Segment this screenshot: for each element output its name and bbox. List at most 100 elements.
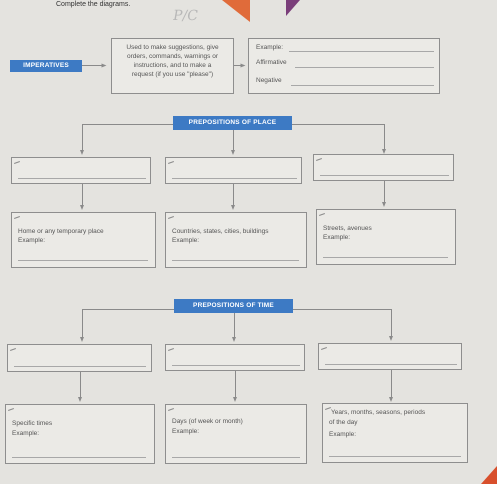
time-answer-box[interactable] xyxy=(7,344,152,372)
orange-corner-decoration xyxy=(222,0,250,22)
category-description: Specific times xyxy=(12,420,53,427)
arrow-down-icon xyxy=(389,336,393,341)
arrow-down-icon xyxy=(80,337,84,342)
arrow-down-icon xyxy=(382,149,386,154)
arrow-right-icon xyxy=(101,63,107,68)
connector xyxy=(391,370,392,398)
red-corner-decoration xyxy=(481,466,497,484)
connector xyxy=(80,372,81,398)
connector xyxy=(82,184,83,206)
time-answer-box[interactable] xyxy=(318,343,462,370)
imperatives-tag: IMPERATIVES xyxy=(10,60,82,72)
answer-line[interactable] xyxy=(18,260,148,261)
place-category-box: Countries, states, cities, buildings Exa… xyxy=(165,212,307,268)
connector xyxy=(233,184,234,206)
arrow-stub xyxy=(321,347,327,350)
definition-line: orders, commands, warnings or xyxy=(126,53,219,60)
connector xyxy=(234,313,235,339)
connector xyxy=(82,309,174,310)
answer-line[interactable] xyxy=(323,257,448,258)
example-label: Example: xyxy=(172,428,200,435)
answer-line[interactable] xyxy=(172,178,297,179)
connector xyxy=(235,371,236,398)
connector xyxy=(82,124,173,125)
category-description-continued: of the day xyxy=(329,419,358,426)
arrow-down-icon xyxy=(80,150,84,155)
place-answer-box[interactable] xyxy=(11,157,151,184)
answer-line[interactable] xyxy=(14,366,146,367)
affirmative-label: Affirmative xyxy=(256,59,287,66)
negative-label: Negative xyxy=(256,77,282,84)
answer-line[interactable] xyxy=(291,85,434,86)
answer-line[interactable] xyxy=(172,365,300,366)
connector xyxy=(82,65,104,66)
answer-line[interactable] xyxy=(289,51,434,52)
example-label: Example: xyxy=(329,431,357,438)
definition-line: Used to make suggestions, give xyxy=(126,44,219,51)
handwritten-note: P/C xyxy=(171,8,200,24)
answer-line[interactable] xyxy=(172,457,300,458)
definition-line: request (if you use "please") xyxy=(131,71,214,78)
arrow-down-icon xyxy=(231,205,235,210)
arrow-down-icon xyxy=(233,397,237,402)
answer-line[interactable] xyxy=(172,260,299,261)
time-answer-box[interactable] xyxy=(165,344,305,371)
arrow-stub xyxy=(168,348,174,351)
example-label: Example: xyxy=(256,44,284,51)
place-category-box: Home or any temporary place Example: xyxy=(11,212,156,268)
arrow-right-icon xyxy=(240,63,246,68)
answer-line[interactable] xyxy=(329,456,461,457)
category-description: Home or any temporary place xyxy=(18,228,104,235)
arrow-stub xyxy=(168,161,174,164)
arrow-down-icon xyxy=(232,337,236,342)
instruction-text: Complete the diagrams. xyxy=(56,1,131,8)
arrow-stub xyxy=(319,213,325,216)
arrow-down-icon xyxy=(80,205,84,210)
arrow-stub xyxy=(316,158,322,161)
example-label: Example: xyxy=(12,430,40,437)
place-title-tag: PREPOSITIONS OF PLACE xyxy=(173,116,292,130)
imperatives-definition-box: Used to make suggestions, give orders, c… xyxy=(111,38,234,94)
answer-line[interactable] xyxy=(12,457,146,458)
arrow-stub xyxy=(14,216,20,219)
connector xyxy=(234,65,244,66)
connector xyxy=(233,130,234,152)
place-answer-box[interactable] xyxy=(313,154,454,181)
example-label: Example: xyxy=(172,237,200,244)
connector xyxy=(384,124,385,150)
connector xyxy=(82,309,83,338)
answer-line[interactable] xyxy=(18,178,146,179)
time-category-box: Specific times Example: xyxy=(5,404,155,464)
arrow-stub xyxy=(8,408,14,411)
connector xyxy=(391,309,392,337)
time-category-box: Days (of week or month) Example: xyxy=(165,404,307,464)
connector xyxy=(293,309,391,310)
place-answer-box[interactable] xyxy=(165,157,302,184)
place-category-box: Streets, avenues Example: xyxy=(316,209,456,265)
arrow-down-icon xyxy=(382,202,386,207)
purple-corner-decoration xyxy=(286,0,300,16)
arrow-stub xyxy=(14,161,20,164)
arrow-down-icon xyxy=(389,397,393,402)
time-category-box: Years, months, seasons, periods of the d… xyxy=(322,403,468,463)
example-label: Example: xyxy=(18,237,46,244)
arrow-stub xyxy=(168,408,174,411)
answer-line[interactable] xyxy=(320,175,449,176)
arrow-down-icon xyxy=(78,397,82,402)
answer-line[interactable] xyxy=(325,364,457,365)
time-title-tag: PREPOSITIONS OF TIME xyxy=(174,299,293,313)
category-description: Years, months, seasons, periods xyxy=(331,409,426,416)
connector xyxy=(384,181,385,203)
answer-line[interactable] xyxy=(295,67,434,68)
imperatives-examples-box: Example: Affirmative Negative xyxy=(248,38,440,94)
example-label: Example: xyxy=(323,234,351,241)
arrow-down-icon xyxy=(231,150,235,155)
category-description: Countries, states, cities, buildings xyxy=(172,228,269,235)
connector xyxy=(82,124,83,151)
category-description: Days (of week or month) xyxy=(172,418,243,425)
arrow-stub xyxy=(10,348,16,351)
definition-line: instructions, and to make a xyxy=(133,62,212,69)
arrow-stub xyxy=(168,216,174,219)
connector xyxy=(292,124,384,125)
category-description: Streets, avenues xyxy=(323,225,372,232)
